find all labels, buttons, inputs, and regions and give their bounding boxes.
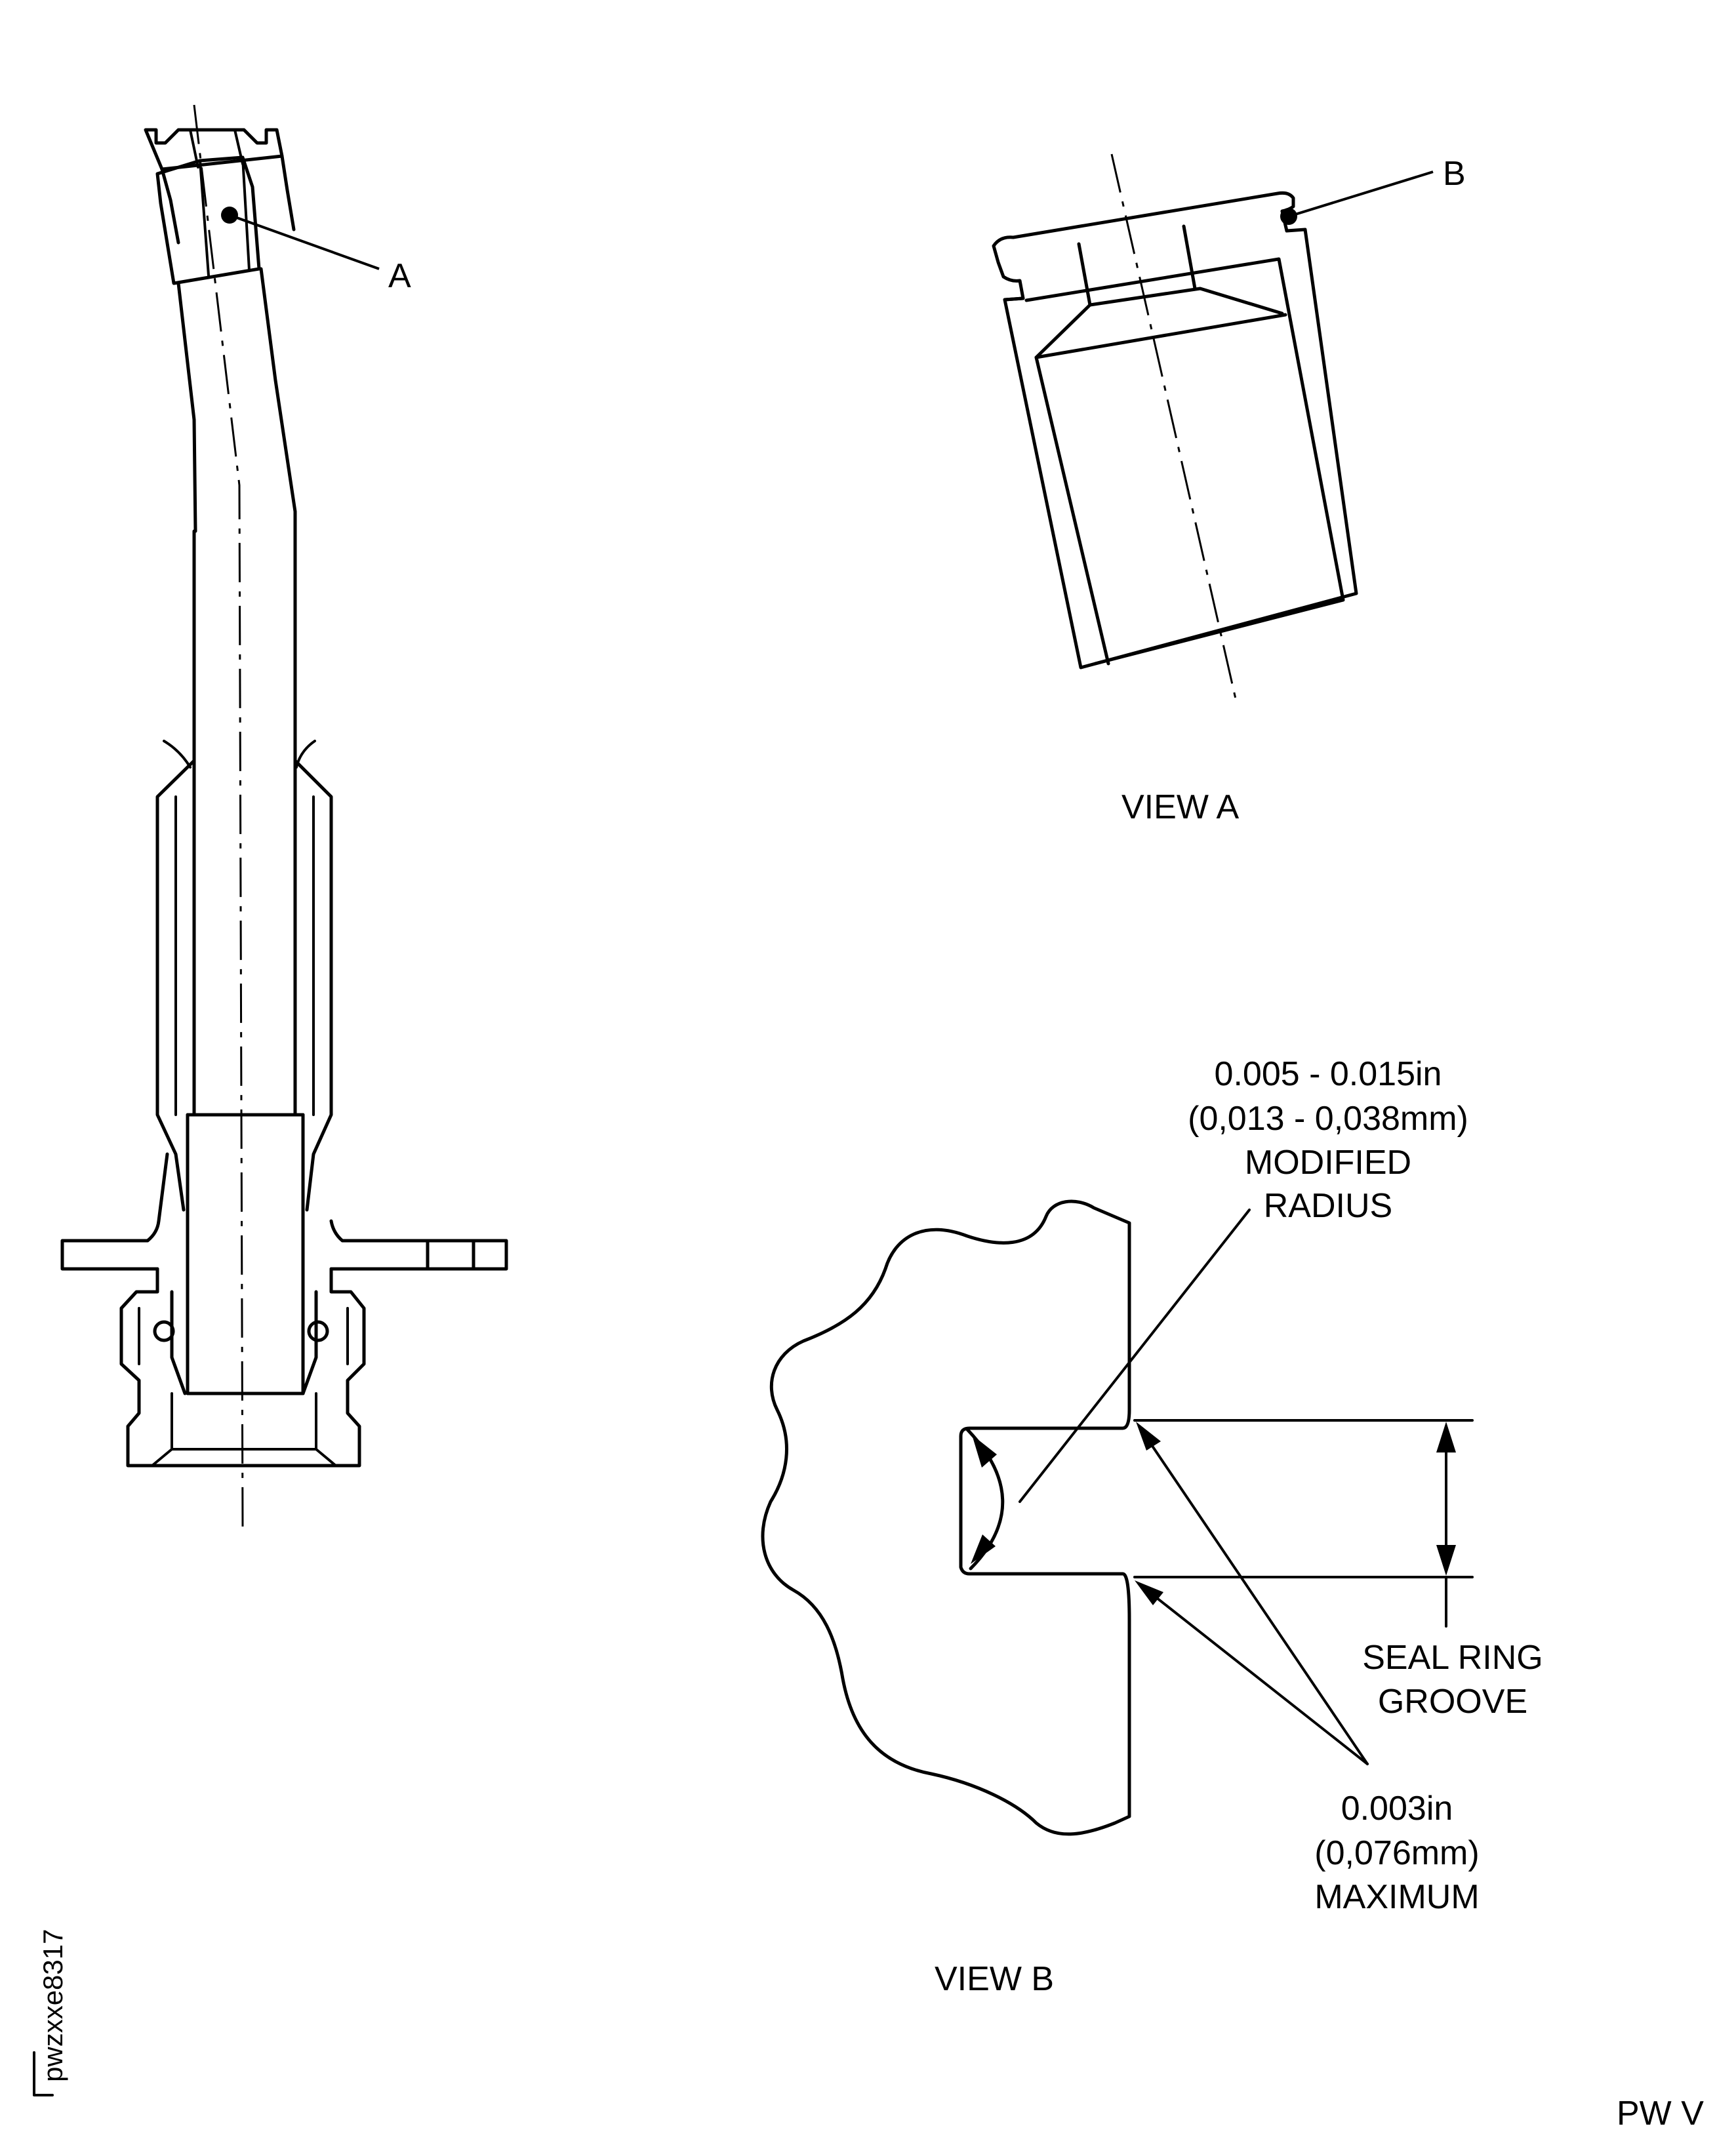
max-note-line-3: MAXIMUM	[1314, 1878, 1479, 1916]
view-a-title: VIEW A	[1121, 788, 1239, 826]
radius-note-line-4: RADIUS	[1264, 1187, 1392, 1225]
view-a-drawing	[992, 153, 1434, 702]
max-note-line-1: 0.003in	[1341, 1790, 1453, 1828]
groove-label-line-1: SEAL RING	[1362, 1639, 1543, 1677]
radius-note-line-1: 0.005 - 0.015in	[1215, 1055, 1442, 1093]
radius-note-line-2: (0,013 - 0,038mm)	[1188, 1100, 1468, 1138]
figure-id-bracket	[33, 2051, 54, 2096]
figure-id: pwzxxe8317	[37, 1929, 68, 2082]
view-b-title: VIEW B	[935, 1960, 1054, 1998]
view-b-drawing	[761, 1199, 1474, 1836]
max-note-line-2: (0,076mm)	[1314, 1834, 1479, 1872]
groove-label-line-2: GROOVE	[1378, 1683, 1527, 1721]
radius-note-line-3: MODIFIED	[1245, 1144, 1411, 1182]
callout-a-label: A	[388, 257, 411, 295]
callout-b-label: B	[1443, 155, 1466, 193]
tube-assembly	[60, 104, 508, 1529]
corner-code: PW V	[1617, 2094, 1704, 2133]
